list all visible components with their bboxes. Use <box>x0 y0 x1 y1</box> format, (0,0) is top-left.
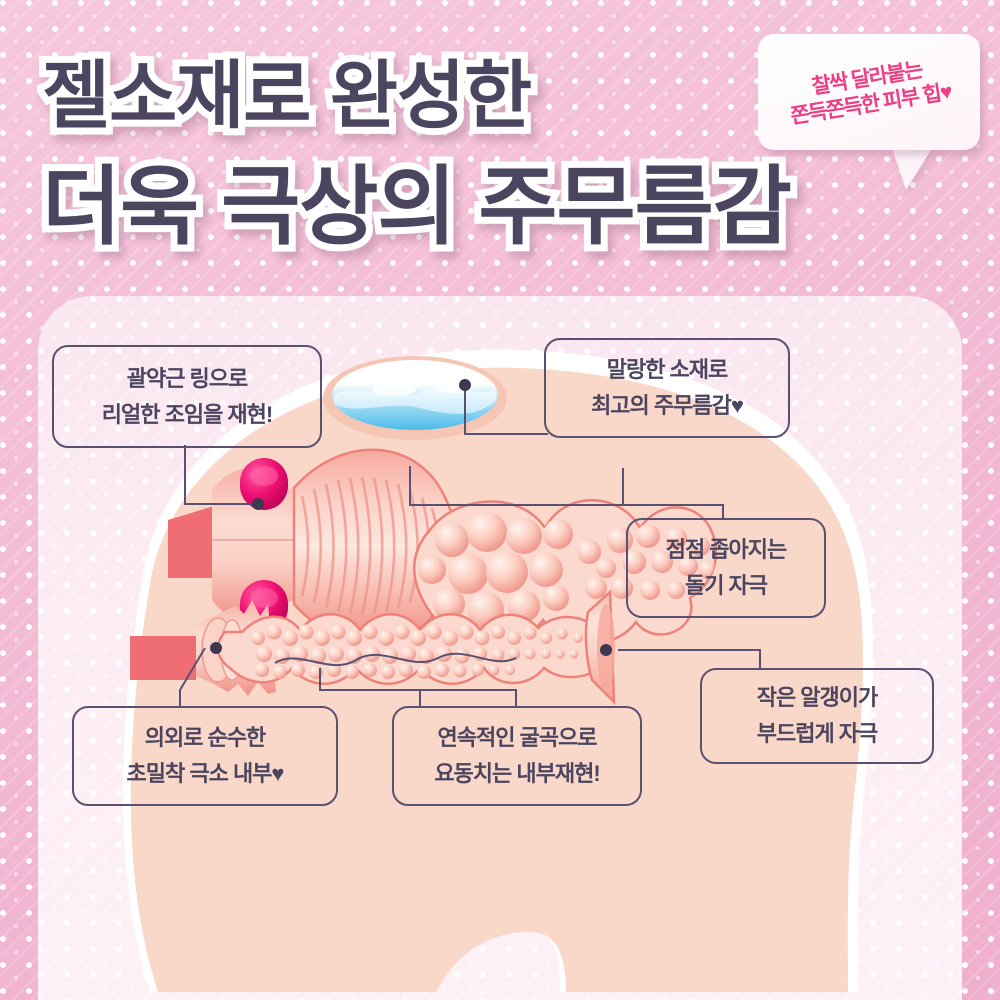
callout-small-grains: 작은 알갱이가 부드럽게 자극 <box>700 668 934 764</box>
callout-line-2: 돌기 자극 <box>684 573 768 598</box>
callout-soft-material: 말랑한 소재로 최고의 주무름감♥ <box>544 338 790 438</box>
callout-line-2: 요동치는 내부재현! <box>434 761 600 786</box>
callout-line-2: 리얼한 조임을 재현! <box>101 401 273 427</box>
callout-narrowing-nubs: 점점 좁아지는 돌기 자극 <box>626 518 826 618</box>
callout-sphincter-ring: 괄약근 링으로 리얼한 조임을 재현! <box>52 345 322 448</box>
callout-line-1: 말랑한 소재로 <box>606 357 729 383</box>
callout-line-2: 부드럽게 자극 <box>756 721 879 746</box>
callout-continuous-curves: 연속적인 굴곡으로 요동치는 내부재현! <box>392 706 642 806</box>
callout-line-2: 최고의 주무름감♥ <box>591 393 744 418</box>
callout-line-1: 괄약근 링으로 <box>126 365 249 391</box>
callout-line-1: 점점 좁아지는 <box>665 537 788 563</box>
speech-bubble-tail <box>890 142 936 190</box>
callout-line-1: 연속적인 굴곡으로 <box>437 725 597 751</box>
callout-line-1: 의외로 순수한 <box>144 725 267 751</box>
callout-line-2: 초밀착 극소 내부♥ <box>126 761 285 786</box>
callout-tight-interior: 의외로 순수한 초밀착 극소 내부♥ <box>72 706 338 806</box>
speech-bubble <box>758 34 980 150</box>
callout-line-1: 작은 알갱이가 <box>756 685 879 711</box>
